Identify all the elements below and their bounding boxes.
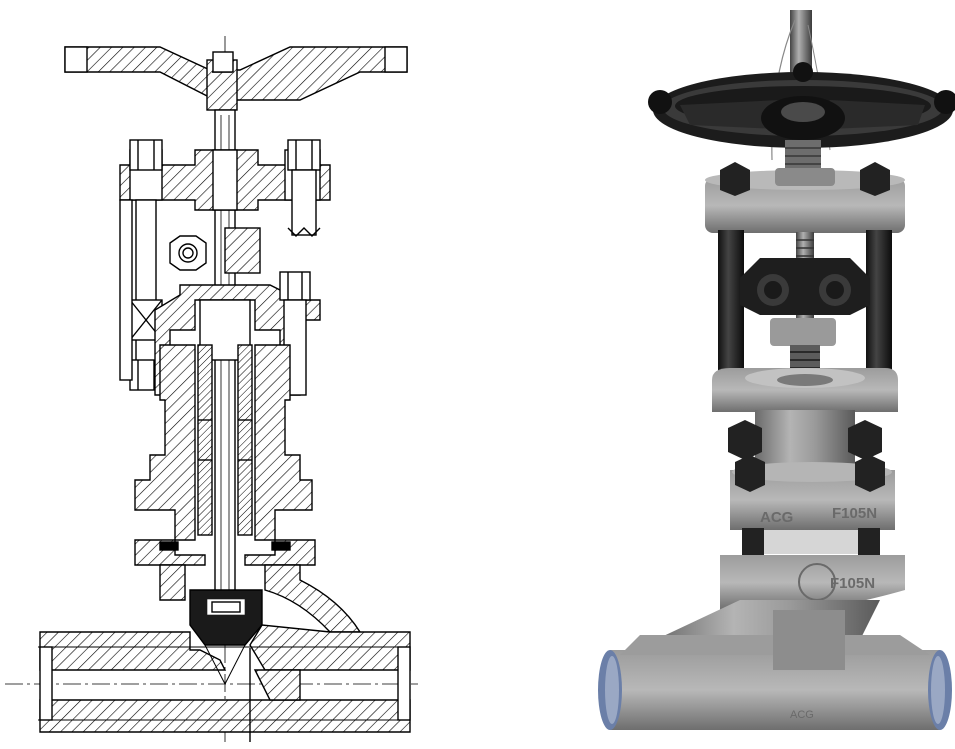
- marking-bonnet-left: ACG: [760, 509, 793, 526]
- stud-bolt-icon: [287, 139, 321, 237]
- body-section: ACG: [598, 610, 952, 730]
- body-neck: [134, 539, 362, 633]
- product-photo: ACG F105N F105N ACG: [598, 10, 955, 730]
- stud-bolt-icon: [718, 230, 744, 390]
- hex-nut-icon: [169, 227, 261, 274]
- yoke-left-arm: [119, 199, 133, 381]
- stud-bolt-icon: [866, 230, 892, 390]
- bonnet: [134, 344, 313, 541]
- handwheel-section: [64, 46, 408, 111]
- yoke-top: [705, 162, 905, 233]
- marking-body-stamp: F105N: [830, 575, 875, 592]
- hex-nut-icon: [740, 258, 870, 315]
- marking-bonnet-right: F105N: [832, 505, 877, 522]
- bonnet: ACG F105N: [728, 410, 895, 530]
- marking-body-bottom: ACG: [790, 709, 814, 721]
- handwheel-icon: [648, 62, 955, 148]
- sectional-drawing: [5, 36, 418, 742]
- body-section: [38, 624, 411, 742]
- disc: [189, 589, 263, 646]
- gland-flange: [712, 368, 898, 412]
